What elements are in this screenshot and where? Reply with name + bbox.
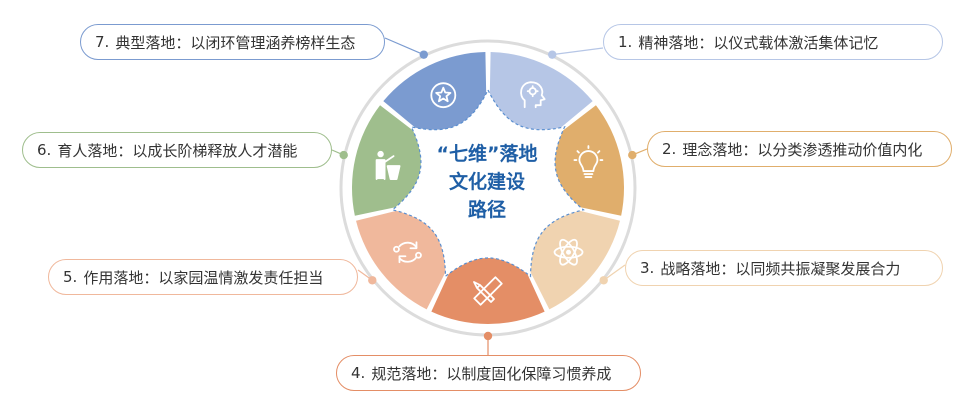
label-5-role: 5. 作用落地：以家园温情激发责任担当 bbox=[48, 259, 358, 295]
cycle-icon bbox=[393, 241, 422, 264]
label-description: 以制度固化保障习惯养成 bbox=[446, 364, 612, 383]
label-number: 1. bbox=[618, 33, 633, 51]
label-title: 精神落地 bbox=[638, 33, 699, 52]
label-separator: ： bbox=[742, 140, 758, 159]
label-separator: ： bbox=[175, 33, 191, 52]
label-number: 5. bbox=[63, 268, 78, 286]
connector-dot-3 bbox=[599, 276, 608, 285]
label-description: 以成长阶梯释放人才潜能 bbox=[132, 141, 298, 160]
label-number: 3. bbox=[640, 259, 655, 277]
teacher-podium-icon bbox=[375, 150, 401, 180]
center-star bbox=[391, 88, 585, 278]
label-title: 典型落地 bbox=[115, 33, 176, 52]
label-2-concept: 2. 理念落地：以分类渗透推动价值内化 bbox=[647, 131, 952, 167]
label-number: 2. bbox=[662, 140, 677, 158]
label-4-norms: 4. 规范落地：以制度固化保障习惯养成 bbox=[336, 355, 641, 391]
connector-dot-1 bbox=[548, 50, 557, 59]
label-description: 以分类渗透推动价值内化 bbox=[757, 140, 923, 159]
label-separator: ： bbox=[720, 259, 736, 278]
label-separator: ： bbox=[117, 141, 133, 160]
connector-line-7 bbox=[384, 37, 425, 56]
label-number: 7. bbox=[95, 33, 110, 51]
center-title-line-3: 路径 bbox=[467, 199, 506, 221]
lightbulb-icon bbox=[573, 145, 604, 178]
label-1-spirit: 1. 精神落地：以仪式载体激活集体记忆 bbox=[603, 24, 943, 60]
ruler-pencil-icon bbox=[473, 276, 503, 306]
center-title-line-1: “七维”落地 bbox=[436, 143, 538, 165]
label-6-education: 6. 育人落地：以成长阶梯释放人才潜能 bbox=[22, 132, 332, 168]
label-7-role-models: 7. 典型落地：以闭环管理涵养榜样生态 bbox=[80, 24, 385, 60]
connector-line-3 bbox=[603, 264, 626, 281]
label-title: 作用落地 bbox=[83, 268, 144, 287]
atom-icon bbox=[553, 238, 584, 266]
label-number: 6. bbox=[37, 141, 52, 159]
connector-dot-6 bbox=[339, 150, 348, 160]
label-description: 以仪式载体激活集体记忆 bbox=[713, 33, 879, 52]
label-description: 以家园温情激发责任担当 bbox=[158, 268, 324, 287]
center-title: “七维”落地 文化建设 路径 bbox=[420, 140, 554, 224]
center-title-line-2: 文化建设 bbox=[448, 171, 525, 193]
label-description: 以闭环管理涵养榜样生态 bbox=[190, 33, 356, 52]
connector-dot-2 bbox=[628, 150, 637, 160]
connector-dot-7 bbox=[419, 50, 428, 59]
label-separator: ： bbox=[698, 33, 714, 52]
label-title: 育人落地 bbox=[57, 141, 118, 160]
segment-7 bbox=[383, 52, 487, 145]
label-separator: ： bbox=[431, 364, 447, 383]
connector-dots bbox=[339, 50, 637, 341]
connector-dot-4 bbox=[483, 331, 493, 341]
label-title: 理念落地 bbox=[682, 140, 743, 159]
label-separator: ： bbox=[143, 268, 159, 287]
segment-icons bbox=[375, 81, 604, 306]
label-number: 4. bbox=[351, 364, 366, 382]
segment-4 bbox=[431, 249, 545, 324]
segment-1 bbox=[489, 52, 593, 145]
label-title: 战略落地 bbox=[660, 259, 721, 278]
label-description: 以同频共振凝聚发展合力 bbox=[735, 259, 901, 278]
label-title: 规范落地 bbox=[371, 364, 432, 383]
label-3-strategy: 3. 战略落地：以同频共振凝聚发展合力 bbox=[625, 250, 943, 286]
head-gear-icon bbox=[520, 81, 546, 109]
star-badge-icon bbox=[430, 82, 457, 109]
connector-line-1 bbox=[552, 47, 604, 56]
connector-dot-5 bbox=[368, 276, 377, 285]
